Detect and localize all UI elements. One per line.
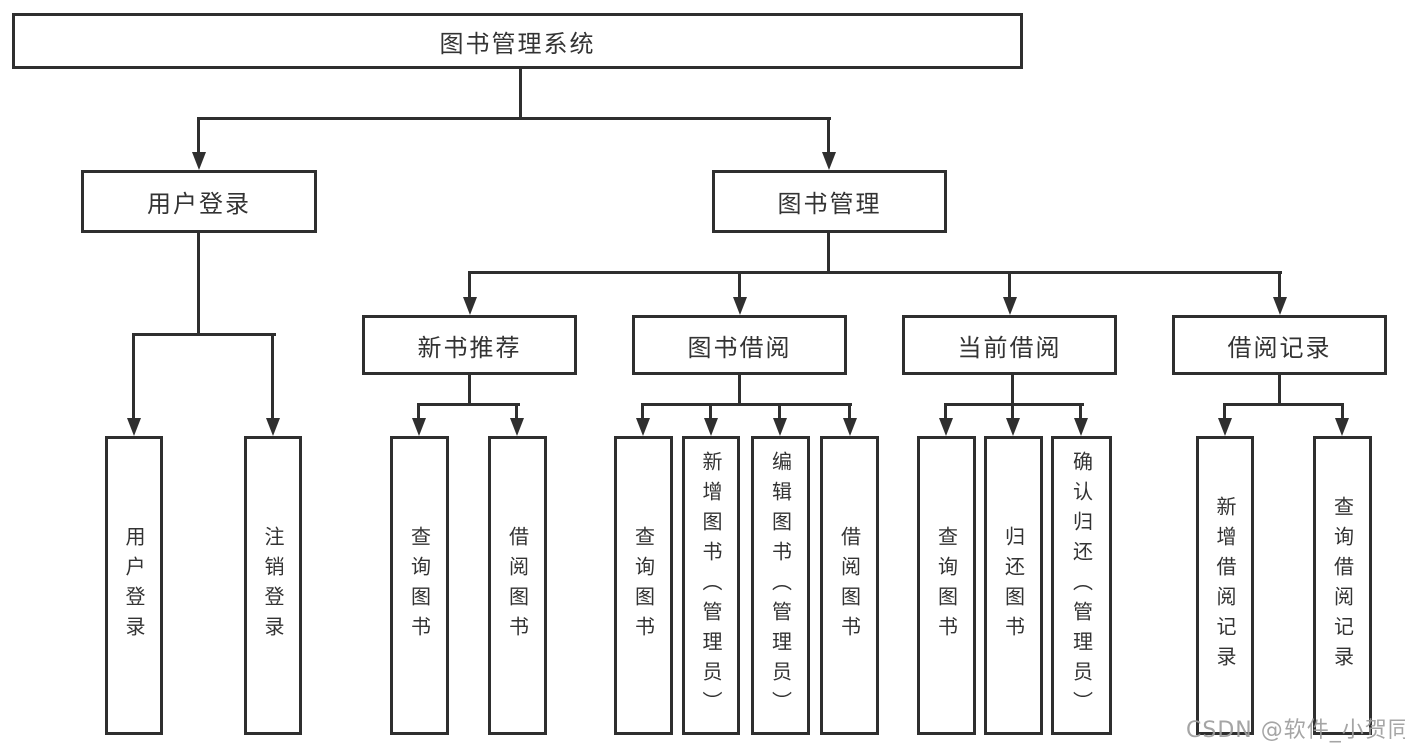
connector-recommend-branch [417,403,520,406]
node-leaf-recommend-query-books-label: 查询图书 [407,525,432,646]
node-root-label: 图书管理系统 [439,29,596,58]
connector-recommend-stem [468,375,471,405]
connector-drop-book-mgmt [827,119,830,155]
connector-drop-leaf [709,405,712,420]
connector-borrow-stem [738,375,741,405]
node-leaf-recommend-query-books: 查询图书 [390,436,449,735]
node-current-borrowing: 当前借阅 [902,315,1117,375]
node-leaf-query-borrow-record-label: 查询借阅记录 [1330,495,1355,676]
node-leaf-user-login-label: 用户登录 [122,525,146,646]
node-leaf-add-books-admin: 新增图书（管理员） [682,436,740,735]
node-leaf-borrow-books: 借阅图书 [820,436,879,735]
connector-records-branch [1223,403,1344,406]
connector-mgmt-stem [827,233,830,273]
connector-drop-recommend [468,273,471,299]
node-leaf-recommend-borrow-books-label: 借阅图书 [505,525,530,646]
connector-root-stem [519,69,522,119]
connector-drop-login [132,335,135,420]
arrowhead-down-icon [192,152,206,170]
connector-drop-leaf [1341,405,1344,420]
connector-drop-logout [271,335,274,420]
arrowhead-down-icon [822,152,836,170]
connector-drop-records [1278,273,1281,299]
connector-drop-leaf [778,405,781,420]
node-user-login-group: 用户登录 [81,170,317,233]
connector-current-branch [944,403,1084,406]
arrowhead-down-icon [1218,418,1232,436]
node-leaf-borrow-books-label: 借阅图书 [837,525,862,646]
node-leaf-add-borrow-record: 新增借阅记录 [1196,436,1254,735]
node-new-book-recommend-label: 新书推荐 [417,333,522,362]
node-book-borrowing: 图书借阅 [632,315,847,375]
connector-user-branch [132,333,276,336]
node-leaf-return-books-label: 归还图书 [1001,525,1026,646]
node-leaf-borrow-query-books: 查询图书 [614,436,673,735]
node-leaf-edit-books-admin: 编辑图书（管理员） [751,436,810,735]
node-leaf-logout: 注销登录 [244,436,302,735]
node-leaf-edit-books-admin-label: 编辑图书（管理员） [768,450,793,721]
arrowhead-down-icon [1335,418,1349,436]
node-leaf-confirm-return-admin-label: 确认归还（管理员） [1069,450,1094,721]
node-leaf-current-query-books: 查询图书 [917,436,976,735]
node-current-borrowing-label: 当前借阅 [957,333,1062,362]
connector-drop-leaf [1079,405,1082,420]
arrowhead-down-icon [1074,418,1088,436]
connector-drop-leaf [417,405,420,420]
arrowhead-down-icon [733,297,747,315]
connector-drop-user-login [197,119,200,155]
connector-mgmt-branch [468,271,1282,274]
arrowhead-down-icon [266,418,280,436]
connector-drop-leaf [1011,405,1014,420]
node-borrowing-records: 借阅记录 [1172,315,1387,375]
arrowhead-down-icon [773,418,787,436]
connector-drop-current [1008,273,1011,299]
arrowhead-down-icon [463,297,477,315]
connector-drop-leaf [641,405,644,420]
connector-drop-leaf [944,405,947,420]
node-book-management-label: 图书管理 [777,190,882,218]
arrowhead-down-icon [636,418,650,436]
connector-user-stem [197,233,200,335]
node-leaf-logout-label: 注销登录 [261,525,285,646]
arrowhead-down-icon [510,418,524,436]
arrowhead-down-icon [939,418,953,436]
connector-root-branch [197,117,831,120]
connector-drop-leaf [1223,405,1226,420]
node-leaf-confirm-return-admin: 确认归还（管理员） [1051,436,1112,735]
node-new-book-recommend: 新书推荐 [362,315,577,375]
node-leaf-query-borrow-record: 查询借阅记录 [1313,436,1372,735]
node-leaf-user-login: 用户登录 [105,436,163,735]
arrowhead-down-icon [1273,297,1287,315]
node-book-management: 图书管理 [712,170,947,233]
node-leaf-recommend-borrow-books: 借阅图书 [488,436,547,735]
node-borrowing-records-label: 借阅记录 [1227,333,1332,362]
arrowhead-down-icon [843,418,857,436]
arrowhead-down-icon [704,418,718,436]
node-leaf-add-borrow-record-label: 新增借阅记录 [1213,495,1237,676]
node-leaf-add-books-admin-label: 新增图书（管理员） [699,450,723,721]
connector-drop-leaf [848,405,851,420]
node-leaf-return-books: 归还图书 [984,436,1043,735]
connector-drop-borrow [738,273,741,299]
csdn-watermark: CSDN @软件_小贺同学 [1186,718,1405,743]
node-root-system: 图书管理系统 [12,13,1023,69]
node-leaf-borrow-query-books-label: 查询图书 [631,525,656,646]
node-user-login-group-label: 用户登录 [147,190,251,218]
connector-records-stem [1278,375,1281,405]
arrowhead-down-icon [412,418,426,436]
connector-current-stem [1011,375,1014,405]
arrowhead-down-icon [127,418,141,436]
node-book-borrowing-label: 图书借阅 [687,333,792,362]
connector-borrow-branch [641,403,852,406]
connector-drop-leaf [515,405,518,420]
node-leaf-current-query-books-label: 查询图书 [934,525,959,646]
arrowhead-down-icon [1003,297,1017,315]
arrowhead-down-icon [1006,418,1020,436]
